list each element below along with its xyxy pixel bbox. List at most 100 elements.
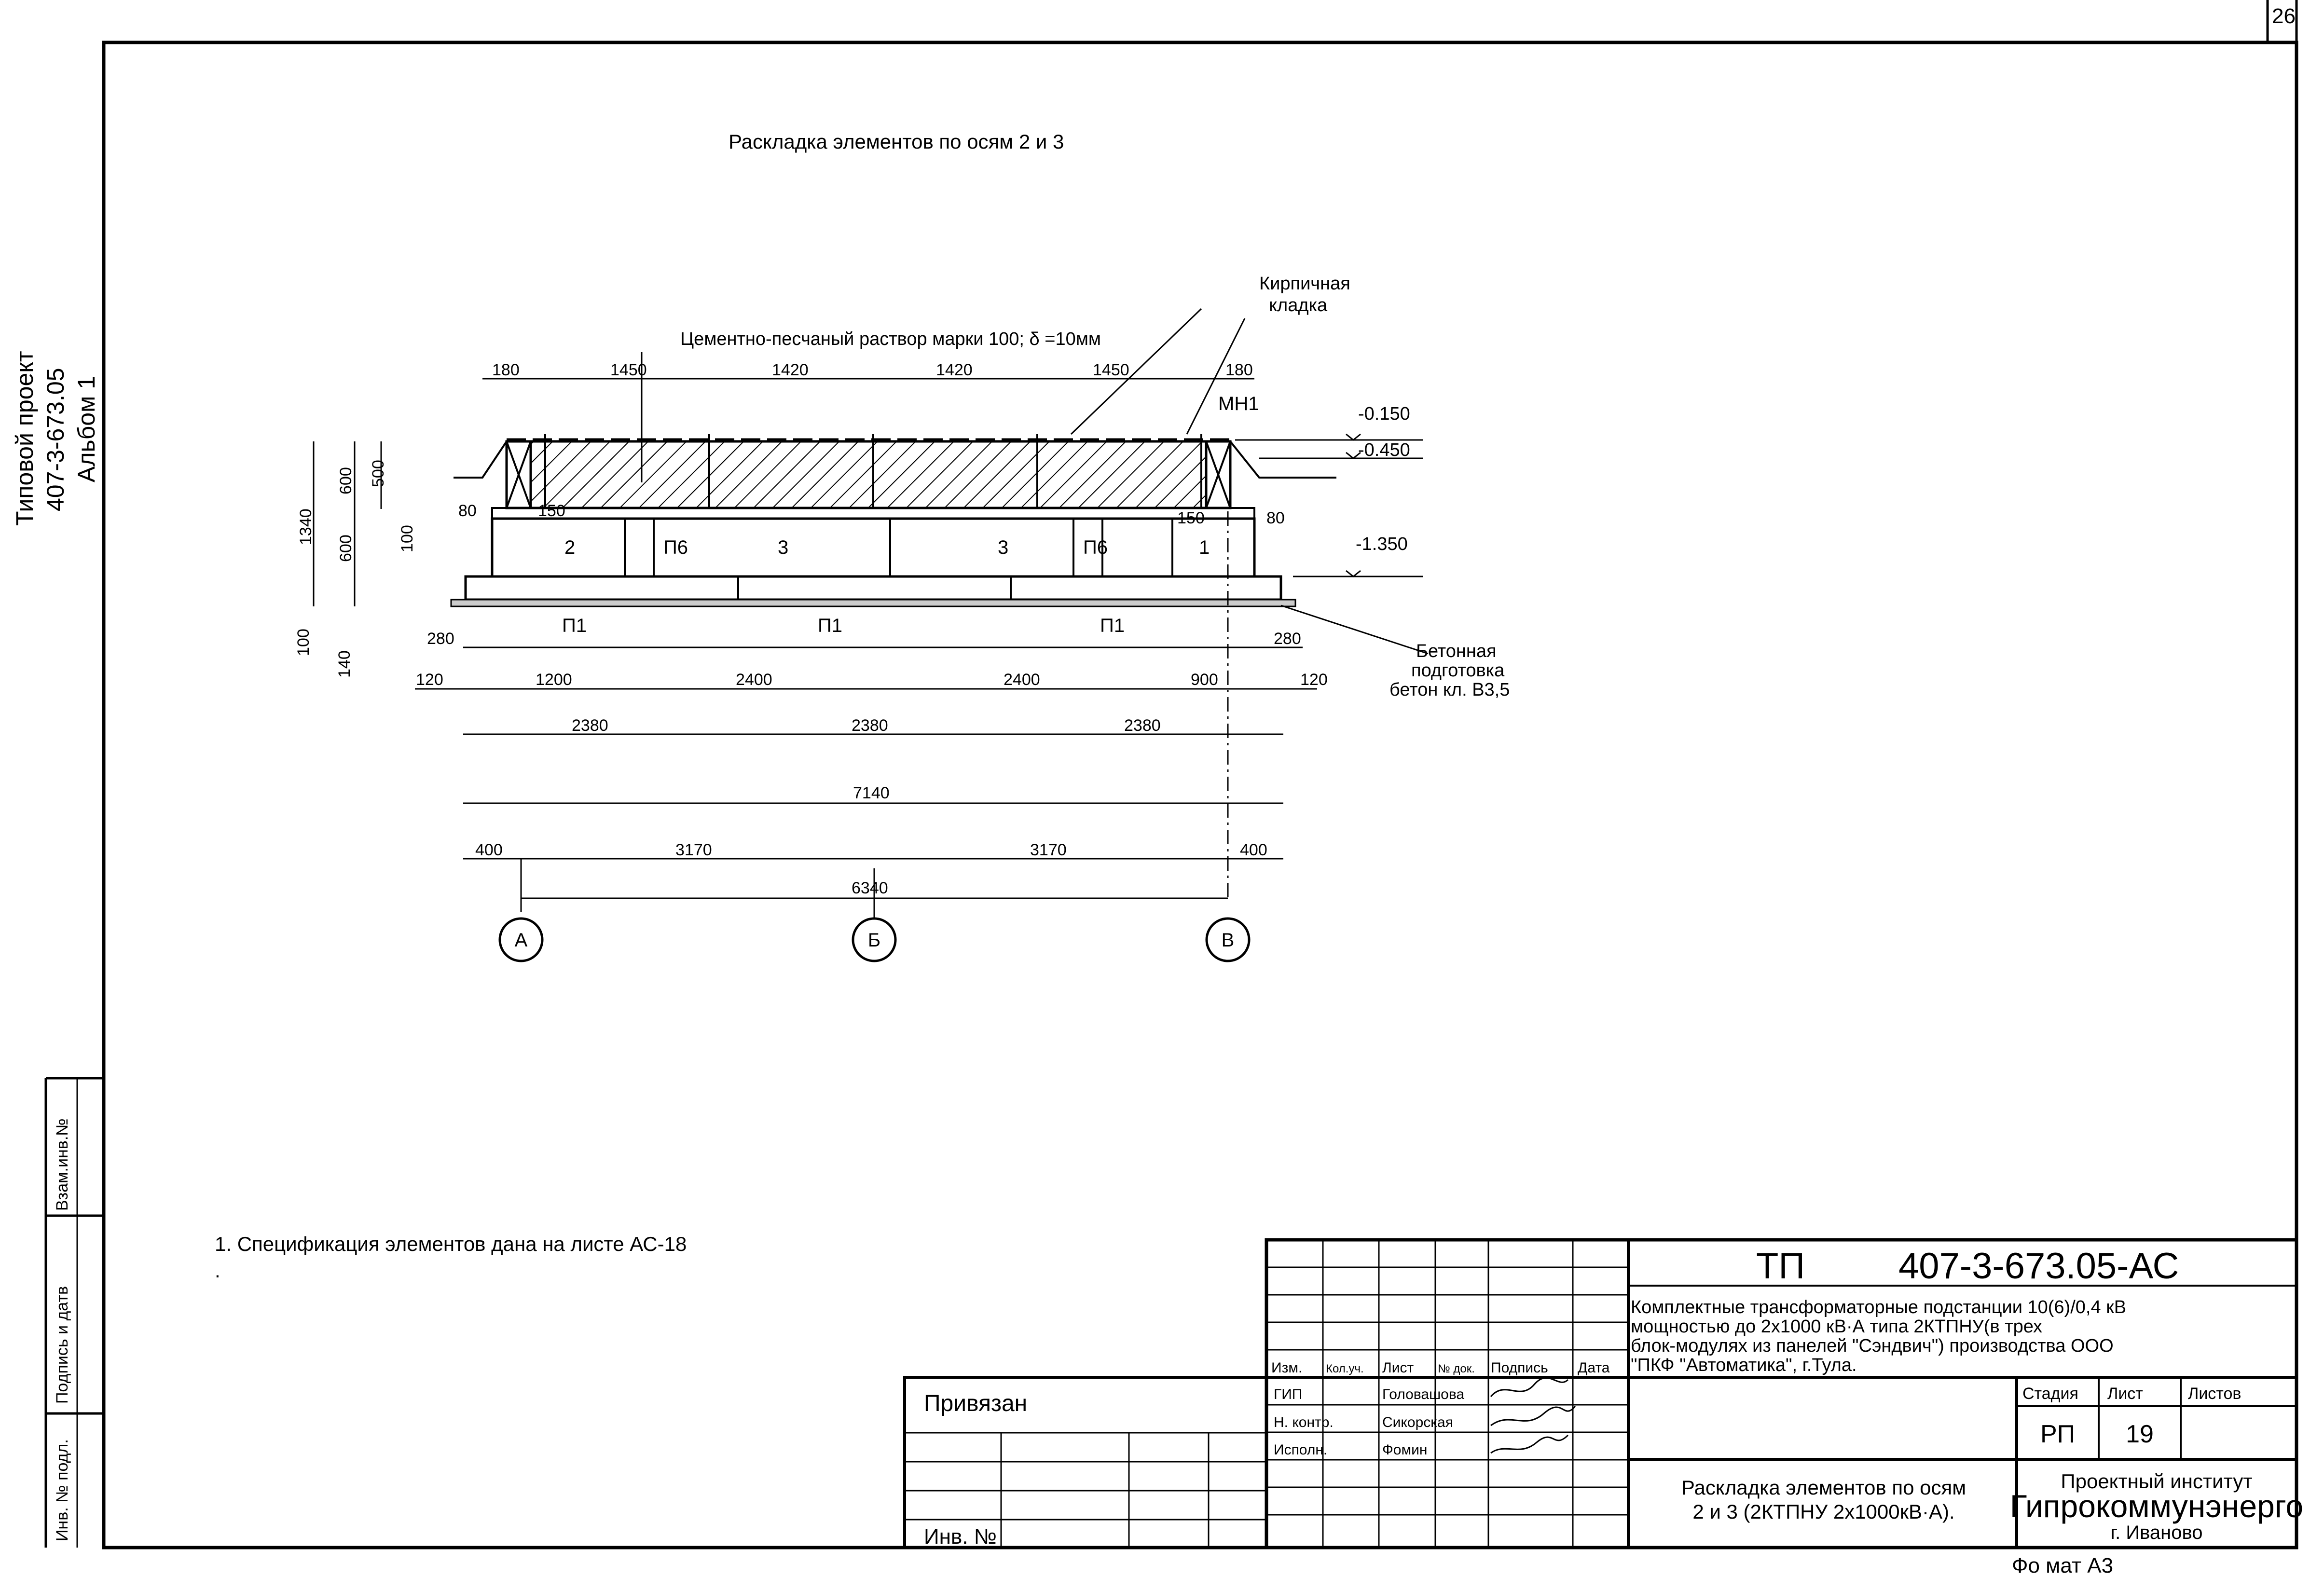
- privyazan-label: Привязан: [924, 1391, 1027, 1416]
- dim-label: 120: [416, 671, 443, 689]
- project-line3: Альбом 1: [73, 376, 100, 482]
- header-podpis: Подпись: [1491, 1360, 1548, 1376]
- dim-label: 400: [1240, 841, 1267, 859]
- signature-marks: [1490, 1377, 1576, 1454]
- block-label: П6: [1083, 537, 1108, 558]
- role-nkontr: Н. контр.: [1274, 1414, 1334, 1430]
- concrete-callout-3: бетон кл. В3,5: [1389, 680, 1510, 700]
- dim-label: 2380: [852, 716, 888, 735]
- specification-note: 1. Спецификация элементов дана на листе …: [215, 1233, 687, 1255]
- description-line: блок-модулях из панелей "Сэндвич") произ…: [1631, 1336, 2114, 1356]
- stage-label: Стадия: [2022, 1385, 2078, 1403]
- dim-label: 140: [335, 650, 354, 678]
- sheet-value: 19: [2126, 1420, 2154, 1448]
- dim-label: 1420: [772, 361, 809, 379]
- dim-label: 120: [1300, 671, 1328, 689]
- description-line: Комплектные трансформаторные подстанции …: [1631, 1297, 2126, 1317]
- axis-label: В: [1222, 930, 1235, 951]
- block-label: П6: [663, 537, 688, 558]
- dim-label: 150: [538, 502, 565, 520]
- dim-label: 1200: [536, 671, 572, 689]
- stamp-label-zam: Взам.инв.№: [53, 1118, 71, 1211]
- section-drawing: [450, 308, 1429, 897]
- dim-label: 150: [1177, 509, 1205, 527]
- slab-label: П1: [1100, 615, 1125, 636]
- name-golovashova: Головашова: [1382, 1386, 1464, 1402]
- slab-label: П1: [562, 615, 587, 636]
- dim-label: 2400: [1004, 671, 1040, 689]
- dim-label: 600: [337, 467, 355, 494]
- org-line: Проектный институт: [2061, 1470, 2252, 1493]
- code-prefix: ТП: [1756, 1246, 1805, 1287]
- dim-label: 900: [1191, 671, 1218, 689]
- left-margin-project: Типовой проект 407-3-673.05 Альбом 1: [11, 351, 100, 526]
- sheet-label: Лист: [2107, 1385, 2143, 1403]
- document-code: 407-3-673.05-АС: [1898, 1246, 2179, 1287]
- description-line: "ПКФ "Автоматика", г.Тула.: [1631, 1355, 1857, 1375]
- level-label: -0.150: [1358, 404, 1410, 424]
- dim-label: 400: [475, 841, 503, 859]
- org-line: Гипрокоммунэнерго: [2010, 1488, 2303, 1524]
- description-line: мощностью до 2х1000 кВ·А типа 2КТПНУ(в т…: [1631, 1316, 2042, 1337]
- header-data: Дата: [1578, 1360, 1610, 1376]
- block-label: 1: [1199, 537, 1210, 558]
- header-izm: Изм.: [1271, 1360, 1302, 1376]
- project-line1: Типовой проект: [11, 351, 38, 526]
- dim-label: 3170: [675, 841, 712, 859]
- sheet-title-line: 2 и 3 (2КТПНУ 2х1000кВ·А).: [1692, 1500, 1954, 1523]
- project-line2: 407-3-673.05: [42, 368, 69, 511]
- concrete-callout-2: подготовка: [1411, 660, 1505, 681]
- dim-label: 280: [427, 630, 454, 648]
- dim-label: 2380: [572, 716, 608, 735]
- sheet-number: 26: [2272, 4, 2296, 28]
- level-label: -1.350: [1356, 534, 1408, 554]
- drawing-labels: Кирпичная кладка Цементно-песчаный раств…: [294, 274, 1510, 962]
- dim-label: 180: [1225, 361, 1253, 379]
- title-block-text: Привязан Инв. № Изм. Кол.уч. Лист № док.…: [924, 1246, 2303, 1549]
- brick-masonry: [529, 440, 1208, 509]
- org-line: г. Иваново: [2110, 1522, 2202, 1543]
- inv-label: Инв. №: [924, 1525, 997, 1549]
- dim-label: 1450: [1093, 361, 1129, 379]
- stamp-label-podpis: Подпись и датв: [53, 1286, 71, 1404]
- header-kolych: Кол.уч.: [1326, 1362, 1364, 1375]
- dim-label: 500: [369, 460, 387, 487]
- dim-label: 6340: [852, 879, 888, 897]
- header-ndok: № док.: [1438, 1362, 1475, 1375]
- name-fomin: Фомин: [1382, 1442, 1427, 1458]
- left-stamp-labels: Взам.инв.№ Подпись и датв Инв. № подл.: [53, 1118, 71, 1541]
- dim-label: 600: [337, 535, 355, 562]
- mn1-label: МН1: [1218, 393, 1259, 414]
- level-label: -0.450: [1358, 440, 1410, 460]
- header-list: Лист: [1382, 1360, 1414, 1376]
- dim-label: 80: [458, 502, 477, 520]
- axis-label: Б: [868, 930, 880, 951]
- dim-label: 100: [398, 525, 416, 552]
- dim-label: 180: [492, 361, 520, 379]
- axis-label: А: [515, 930, 528, 951]
- dim-label: 1340: [297, 508, 315, 545]
- stamp-label-inv: Инв. № подл.: [53, 1439, 71, 1541]
- role-gip: ГИП: [1274, 1386, 1302, 1402]
- dim-label: 80: [1266, 509, 1285, 527]
- dim-label: 1420: [936, 361, 973, 379]
- format-label: Фо мат А3: [2012, 1554, 2113, 1577]
- mortar-callout: Цементно-песчаный раствор марки 100; δ =…: [680, 329, 1101, 349]
- brick-callout-1: Кирпичная: [1259, 274, 1350, 294]
- name-sikorskaya: Сикорская: [1382, 1414, 1453, 1430]
- note-dot: .: [215, 1259, 220, 1282]
- dim-label: 2380: [1124, 716, 1161, 735]
- slab-label: П1: [818, 615, 842, 636]
- title-block: [903, 1238, 2298, 1550]
- sheet-title-line: Раскладка элементов по осям: [1681, 1476, 1966, 1499]
- block-label: 3: [778, 537, 788, 558]
- dim-label: 3170: [1030, 841, 1067, 859]
- dim-label: 280: [1274, 630, 1301, 648]
- stage-value: РП: [2040, 1420, 2075, 1448]
- block-label: 3: [998, 537, 1008, 558]
- concrete-callout-1: Бетонная: [1416, 641, 1497, 661]
- block-label: 2: [564, 537, 575, 558]
- dim-label: 7140: [853, 784, 890, 802]
- axis-markers: А Б В: [498, 868, 1251, 962]
